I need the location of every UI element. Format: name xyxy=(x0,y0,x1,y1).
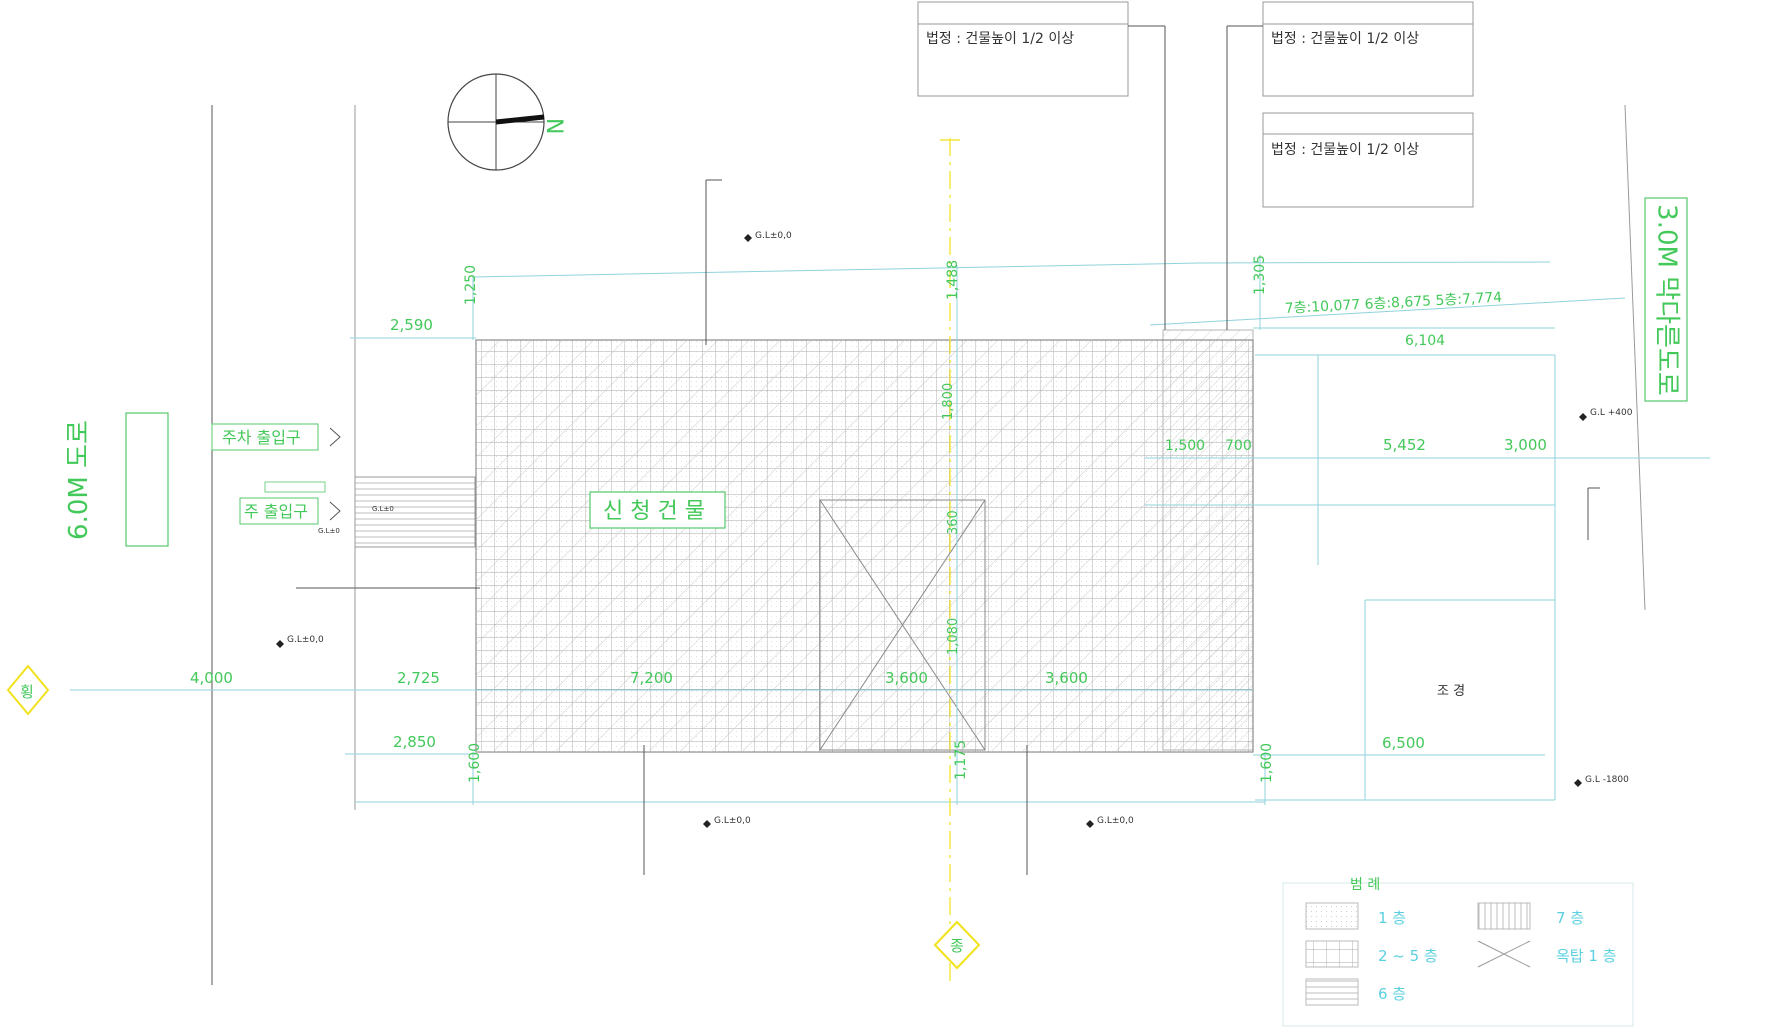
dim-4000: 4,000 xyxy=(190,669,233,687)
gl-left: G.L±0,0 xyxy=(287,635,324,645)
dim-3000: 3,000 xyxy=(1504,436,1547,454)
dim-7200: 7,200 xyxy=(630,669,673,687)
landscape-label: 조 경 xyxy=(1437,684,1465,699)
gl-minus: G.L -1800 xyxy=(1585,775,1629,785)
svg-text:법정 : 건물높이 1/2 이상: 법정 : 건물높이 1/2 이상 xyxy=(1271,142,1419,158)
main-entrance-arrow-icon xyxy=(329,501,341,521)
bottom-axis-label: 종 xyxy=(950,937,964,955)
gl-minus-icon xyxy=(1574,779,1582,787)
legend-label-7f: 7 층 xyxy=(1556,909,1584,927)
legend-swatch-6f xyxy=(1305,978,1359,1006)
setback-note-3: 법정 : 건물높이 1/2 이상 xyxy=(1262,112,1474,208)
dim-3600a: 3,600 xyxy=(885,669,928,687)
parking-entrance-box xyxy=(211,423,319,451)
dim-1800: 1,800 xyxy=(941,383,956,420)
legend-swatch-7f xyxy=(1477,902,1531,930)
dim-floors: 7층:10,077 6층:8,675 5층:7,774 xyxy=(1284,290,1502,317)
bottom-axis-marker xyxy=(933,920,981,970)
legend-title: 범 례 xyxy=(1350,877,1380,893)
gl-bottom-2-icon xyxy=(1086,820,1094,828)
legend-swatch-2-5f xyxy=(1305,940,1359,968)
gl-left-icon xyxy=(276,640,284,648)
dim-1600a: 1,600 xyxy=(467,743,483,783)
right-road-box xyxy=(1644,197,1688,402)
gl-bottom-1-icon xyxy=(703,820,711,828)
gl-bottom-1: G.L±0,0 xyxy=(714,816,751,826)
svg-text:법정 : 건물높이 1/2 이상: 법정 : 건물높이 1/2 이상 xyxy=(1271,31,1419,47)
compass-label: N xyxy=(541,118,566,134)
left-axis-marker xyxy=(6,664,50,716)
dim-2725: 2,725 xyxy=(397,669,440,687)
building-label: 신 청 건 물 xyxy=(603,499,705,524)
gl-plus-icon xyxy=(1579,413,1587,421)
dim-700: 700 xyxy=(1225,438,1252,454)
grade-level-markers: G.L±0,0 G.L±0,0 G.L±0,0 G.L±0,0 G.L +400… xyxy=(276,231,1633,828)
dim-1250: 1,250 xyxy=(463,265,479,305)
right-road-label: 3.0M 막다른도로 xyxy=(1652,204,1682,396)
legend-label-rooftop: 옥탑 1 층 xyxy=(1556,947,1616,965)
building-footprint xyxy=(354,339,1254,753)
dim-5452: 5,452 xyxy=(1383,436,1426,454)
building-label-box xyxy=(589,491,726,529)
dim-2850: 2,850 xyxy=(393,733,436,751)
dim-6104: 6,104 xyxy=(1405,333,1445,349)
left-axis-label: 횡 xyxy=(20,683,34,701)
legend-label-2-5f: 2 ~ 5 층 xyxy=(1378,947,1438,965)
setback-note-2: 법정 : 건물높이 1/2 이상 xyxy=(1262,1,1474,97)
legend-label-6f: 6 층 xyxy=(1378,985,1406,1003)
dim-1600b: 1,600 xyxy=(1259,743,1275,783)
left-road-label: 6.0M 도로 xyxy=(64,420,94,540)
left-road-box xyxy=(125,412,169,547)
boundary-lines xyxy=(211,104,1646,985)
dimension-lines xyxy=(70,255,1710,805)
dim-3600b: 3,600 xyxy=(1045,669,1088,687)
gl-small-b: G.L±0 xyxy=(318,527,340,535)
main-entrance-label: 주 출입구 xyxy=(244,502,308,521)
parking-entrance-arrow-icon xyxy=(329,427,341,447)
legend-label-1f: 1 층 xyxy=(1378,909,1406,927)
gl-bottom-2: G.L±0,0 xyxy=(1097,816,1134,826)
dim-1500: 1,500 xyxy=(1165,438,1205,454)
entrance-small-box xyxy=(264,481,326,493)
main-entrance-box xyxy=(239,497,319,525)
dim-1488: 1,488 xyxy=(945,260,961,300)
dim-360: 360 xyxy=(946,510,961,535)
gl-top: G.L±0,0 xyxy=(755,231,792,241)
gl-small-a: G.L±0 xyxy=(372,505,394,513)
dim-6500: 6,500 xyxy=(1382,734,1425,752)
legend-swatch-1f xyxy=(1305,902,1359,930)
gl-top-icon xyxy=(744,234,752,242)
parking-entrance-label: 주차 출입구 xyxy=(222,428,301,447)
dim-1175: 1,175 xyxy=(953,740,969,780)
gl-plus: G.L +400 xyxy=(1590,408,1633,418)
dim-1080: 1,080 xyxy=(946,618,961,655)
svg-text:법정 : 건물높이 1/2 이상: 법정 : 건물높이 1/2 이상 xyxy=(926,31,1074,47)
legend: 범 례 1 층 2 ~ 5 층 6 층 7 층 옥탑 1 층 xyxy=(1282,877,1634,1027)
dim-1305: 1,305 xyxy=(1252,255,1268,295)
dim-2590: 2,590 xyxy=(390,316,433,334)
north-compass xyxy=(447,73,545,171)
legend-swatch-rooftop xyxy=(1477,940,1531,968)
setback-note-1: 법정 : 건물높이 1/2 이상 xyxy=(917,1,1129,97)
